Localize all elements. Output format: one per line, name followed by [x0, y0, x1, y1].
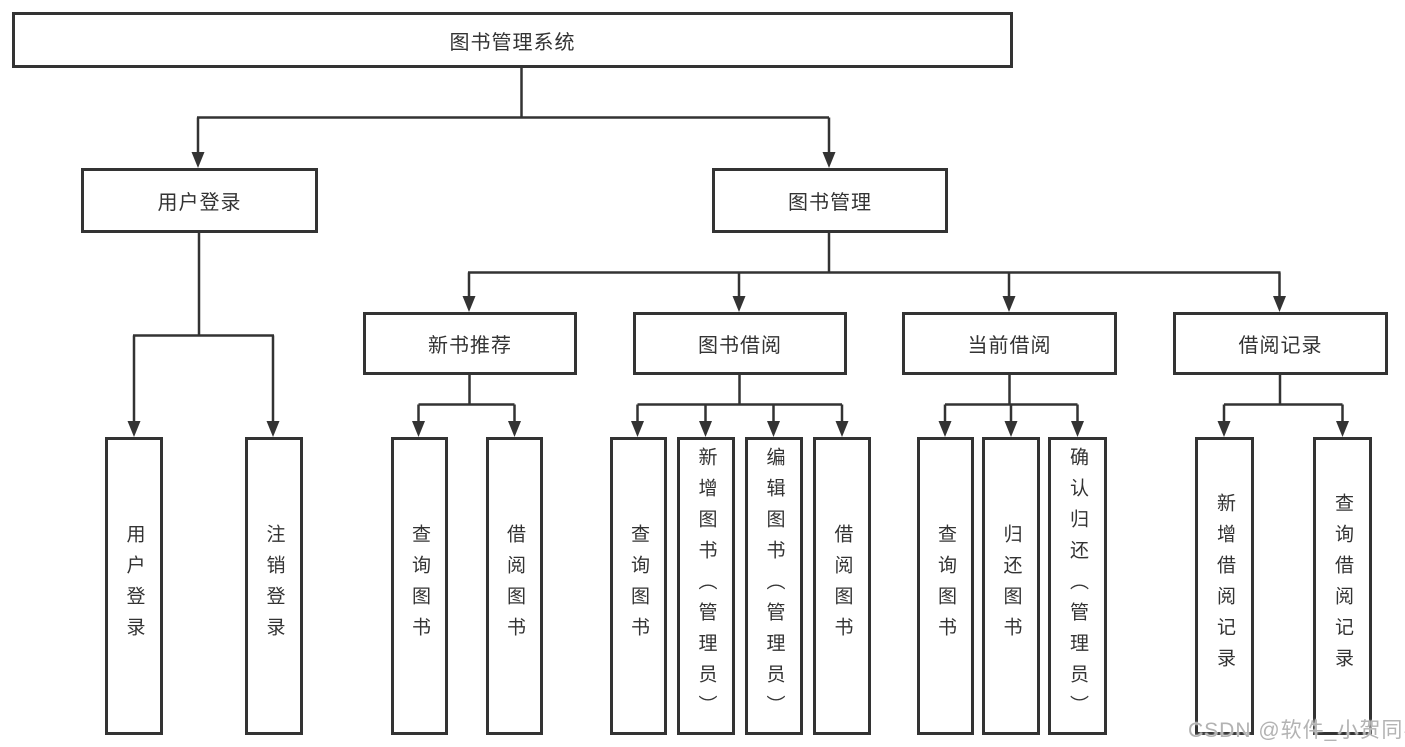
leaf-user-login: 用户登录: [105, 437, 163, 735]
leaf-user-login-label: 用户登录: [123, 524, 145, 648]
leaf-return-book-label: 归还图书: [1000, 524, 1022, 648]
node-user-login-label: 用户登录: [157, 192, 242, 214]
leaf-query-book-2-label: 查询图书: [628, 524, 649, 648]
leaf-return-book: 归还图书: [982, 437, 1040, 735]
leaf-add-borrow-record-label: 新增借阅记录: [1214, 493, 1235, 679]
root-node-label: 图书管理系统: [449, 31, 576, 54]
leaf-add-book-admin-label: 新增图书（管理员）: [695, 446, 717, 726]
leaf-add-borrow-record: 新增借阅记录: [1195, 437, 1254, 735]
node-current-borrow-label: 当前借阅: [967, 335, 1052, 357]
leaf-add-book-admin: 新增图书（管理员）: [677, 437, 735, 735]
node-book-borrow-label: 图书借阅: [698, 335, 782, 357]
leaf-query-borrow-record: 查询借阅记录: [1313, 437, 1372, 735]
leaf-edit-book-admin-label: 编辑图书（管理员）: [763, 446, 785, 726]
arrow-down-icons: [127, 152, 1349, 437]
leaf-borrow-book-2-label: 借阅图书: [831, 524, 853, 648]
node-user-login: 用户登录: [81, 168, 318, 233]
leaf-logout: 注销登录: [245, 437, 303, 735]
leaf-borrow-book-1: 借阅图书: [486, 437, 543, 735]
leaf-logout-label: 注销登录: [263, 524, 285, 648]
leaf-query-book-2: 查询图书: [610, 437, 667, 735]
node-borrow-record: 借阅记录: [1173, 312, 1388, 375]
root-node-system: 图书管理系统: [12, 12, 1013, 68]
leaf-borrow-book-2: 借阅图书: [813, 437, 871, 735]
leaf-confirm-return-admin-label: 确认归还（管理员）: [1067, 446, 1088, 726]
node-borrow-record-label: 借阅记录: [1238, 335, 1323, 357]
node-new-book-recommend-label: 新书推荐: [428, 335, 512, 357]
leaf-edit-book-admin: 编辑图书（管理员）: [745, 437, 803, 735]
leaf-query-book-1-label: 查询图书: [409, 524, 430, 648]
leaf-query-book-1: 查询图书: [391, 437, 448, 735]
node-book-management-label: 图书管理: [788, 192, 872, 214]
leaf-query-book-3: 查询图书: [917, 437, 974, 735]
node-book-borrow: 图书借阅: [633, 312, 847, 375]
leaf-query-borrow-record-label: 查询借阅记录: [1332, 493, 1353, 679]
node-book-management: 图书管理: [712, 168, 948, 233]
leaf-confirm-return-admin: 确认归还（管理员）: [1048, 437, 1107, 735]
leaf-query-book-3-label: 查询图书: [935, 524, 956, 648]
csdn-watermark: CSDN @软件_小贺同学: [1188, 719, 1405, 742]
node-new-book-recommend: 新书推荐: [363, 312, 577, 375]
node-current-borrow: 当前借阅: [902, 312, 1117, 375]
leaf-borrow-book-1-label: 借阅图书: [504, 524, 525, 648]
